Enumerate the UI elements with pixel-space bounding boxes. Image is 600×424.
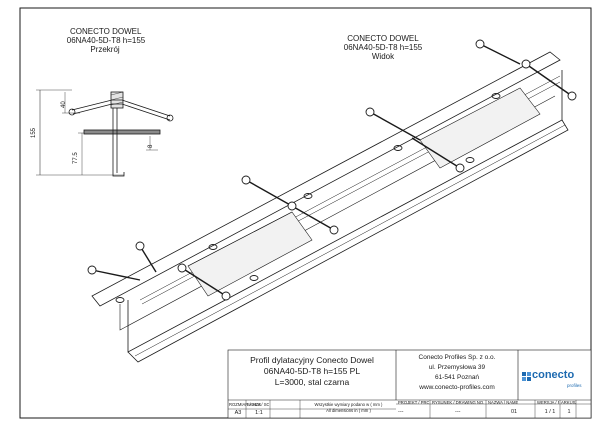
format-value: A3 <box>234 410 242 416</box>
revision-value: 01 <box>511 409 518 415</box>
company-city: 61-541 Poznań <box>434 374 480 381</box>
scale-value: 1:1 <box>255 410 263 416</box>
project-header: PROJEKT / PROJECT <box>398 400 429 405</box>
sheet-index: 1 <box>567 409 571 415</box>
section-title-line3: Przekrój <box>90 45 120 54</box>
company-website: www.conecto-profiles.com <box>419 384 495 391</box>
drawing-no-header: RYSUNEK / DRAWING NO. <box>432 400 485 405</box>
drawing-no-value: --- <box>455 409 461 415</box>
drawing-description-line1: Profil dylatacyjny Conecto Dowel <box>250 355 374 365</box>
scale-label: SKALA / SCALE <box>247 402 269 407</box>
view-title-line3: Widok <box>371 52 395 61</box>
view-title-line1: CONECTO DOWEL <box>347 34 419 43</box>
units-note-pl: Wszystkie wymiary podano w ( mm ) <box>314 402 383 407</box>
sheet-value: 1 / 1 <box>544 409 556 415</box>
dimension-155: 155 <box>31 127 37 138</box>
company-street: ul. Przemysłowa 39 <box>428 364 486 371</box>
format-label: ROZMIAR / SIZE <box>229 402 262 407</box>
dimension-8: 8 <box>148 144 154 148</box>
section-view-drawing <box>36 89 174 177</box>
revision-header: WERSJA / REV <box>537 400 559 405</box>
company-name: Conecto Profiles Sp. z o.o. <box>418 354 496 361</box>
sheet-header: ARKUSZ / SHEET <box>561 400 576 405</box>
section-title-line2: 06NA40-5D-T8 h=155 <box>66 36 146 45</box>
dimension-40: 40 <box>61 101 67 108</box>
title-block <box>227 349 592 419</box>
conecto-logo-mark <box>522 372 531 381</box>
view-title-line2: 06NA40-5D-T8 h=155 <box>343 43 423 52</box>
dimension-77-5: 77.5 <box>73 152 79 164</box>
main-view-drawing <box>87 39 577 363</box>
name-header: NAZWA / NAME <box>488 400 518 405</box>
project-value: --- <box>398 409 404 415</box>
logo-text: conecto <box>532 369 575 381</box>
units-note-en: All dimensions in ( mm ) <box>326 408 371 413</box>
drawing-description-line3: L=3000, stal czarna <box>274 377 350 387</box>
section-title-line1: CONECTO DOWEL <box>70 27 142 36</box>
drawing-description-line2: 06NA40-5D-T8 h=155 PL <box>263 366 361 376</box>
logo-subtext: profiles <box>567 383 582 388</box>
